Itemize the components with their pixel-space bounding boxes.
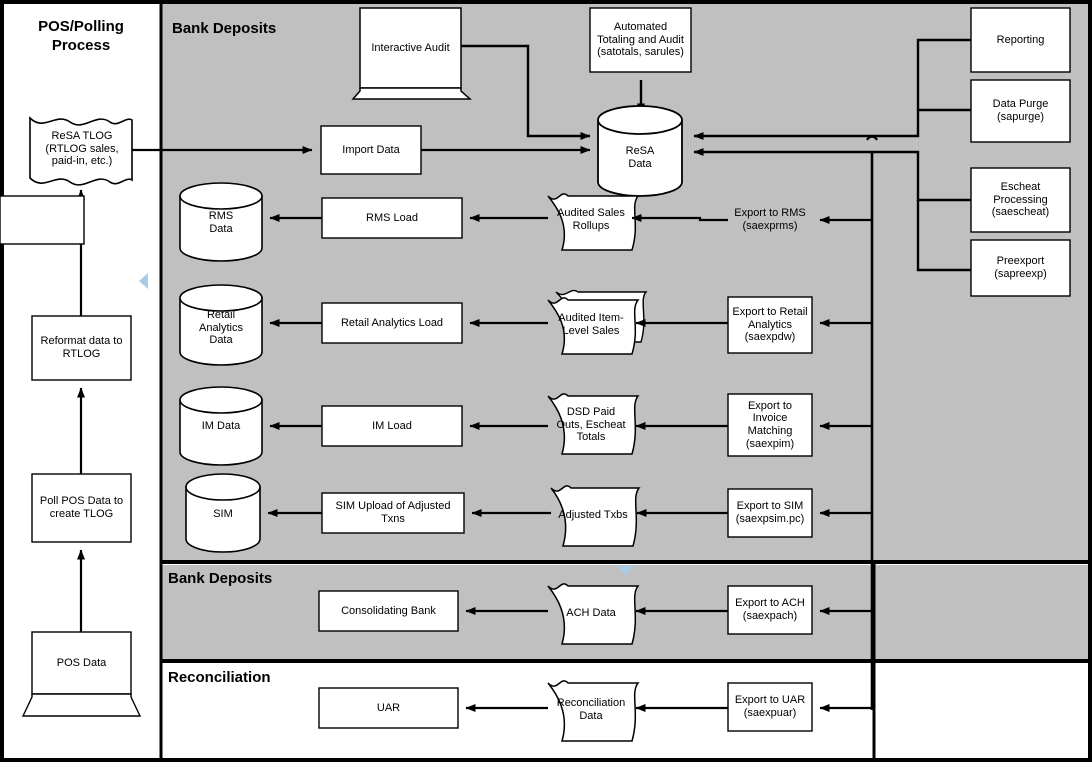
node-export-to-rms-shape: [0, 195, 85, 245]
node-retail-analytics-load-shape: [321, 302, 463, 344]
node-retail-analytics-data-shape: [179, 284, 263, 366]
down-caret-artifact: [618, 566, 634, 576]
node-export-to-retail-analytics-shape: [727, 296, 813, 354]
row-sim-shapes: [185, 473, 872, 553]
node-im-load-shape: [321, 405, 463, 447]
node-import-data-shape: [320, 125, 422, 175]
node-reformat-data-shape: [31, 315, 132, 381]
node-export-to-sim-shape: [727, 488, 813, 538]
row-rms-shapes: [0, 182, 872, 262]
node-ach-data-shape: [547, 583, 640, 645]
top-row-shapes: [320, 7, 1071, 297]
node-interactive-audit-stand: [351, 87, 472, 100]
left-column-title: POS/Polling Process: [10, 18, 152, 56]
cursor-artifacts: [139, 273, 634, 576]
node-export-to-invoice-matching-shape: [727, 393, 813, 457]
node-export-to-uar-shape: [727, 682, 813, 732]
node-rms-load-shape: [321, 197, 463, 239]
node-sim-upload-shape: [321, 492, 465, 534]
node-preexport-shape: [970, 239, 1071, 297]
node-pos-data-stand: [21, 693, 142, 717]
node-consolidating-bank-shape: [318, 590, 459, 632]
node-data-purge-shape: [970, 79, 1071, 143]
node-audited-item-level-sales-shape: [547, 297, 640, 355]
node-resa-tlog-shape: [29, 116, 133, 186]
left-caret-artifact: [139, 273, 148, 289]
node-interactive-audit-shape: [359, 7, 462, 89]
node-reporting-shape: [970, 7, 1071, 73]
left-column-title-line2: Process: [51, 36, 111, 54]
node-reconciliation-data-shape: [547, 680, 640, 742]
lane2-shapes: [318, 583, 872, 645]
node-resa-data-shape: [597, 105, 683, 197]
node-export-to-ach-shape: [727, 585, 813, 635]
node-automated-totaling-shape: [589, 7, 692, 73]
left-column-title-line1: POS/Polling: [38, 18, 124, 35]
node-pos-data-shape: [31, 631, 132, 695]
node-escheat-processing-shape: [970, 167, 1071, 233]
node-uar-shape: [318, 687, 459, 729]
node-adjusted-txbs-shape: [550, 485, 641, 547]
node-im-data-shape: [179, 386, 263, 466]
lane1-connectors: [0, 38, 971, 742]
node-dsd-paid-outs-shape: [547, 393, 640, 455]
lane-title-bank-deposits-2: Bank Deposits: [168, 570, 273, 587]
lane-title-reconciliation: Reconciliation: [168, 669, 271, 686]
node-rms-data-shape: [179, 182, 263, 262]
node-sim-shape: [185, 473, 261, 553]
row-retail-analytics-shapes: [179, 284, 872, 366]
lane3-shapes: [318, 680, 872, 742]
node-poll-pos-data-shape: [31, 473, 132, 543]
lane-title-bank-deposits-1: Bank Deposits: [172, 20, 277, 37]
left-column-shapes: [21, 116, 142, 717]
row-im-shapes: [179, 386, 872, 466]
lane-backgrounds: [162, 4, 1088, 660]
